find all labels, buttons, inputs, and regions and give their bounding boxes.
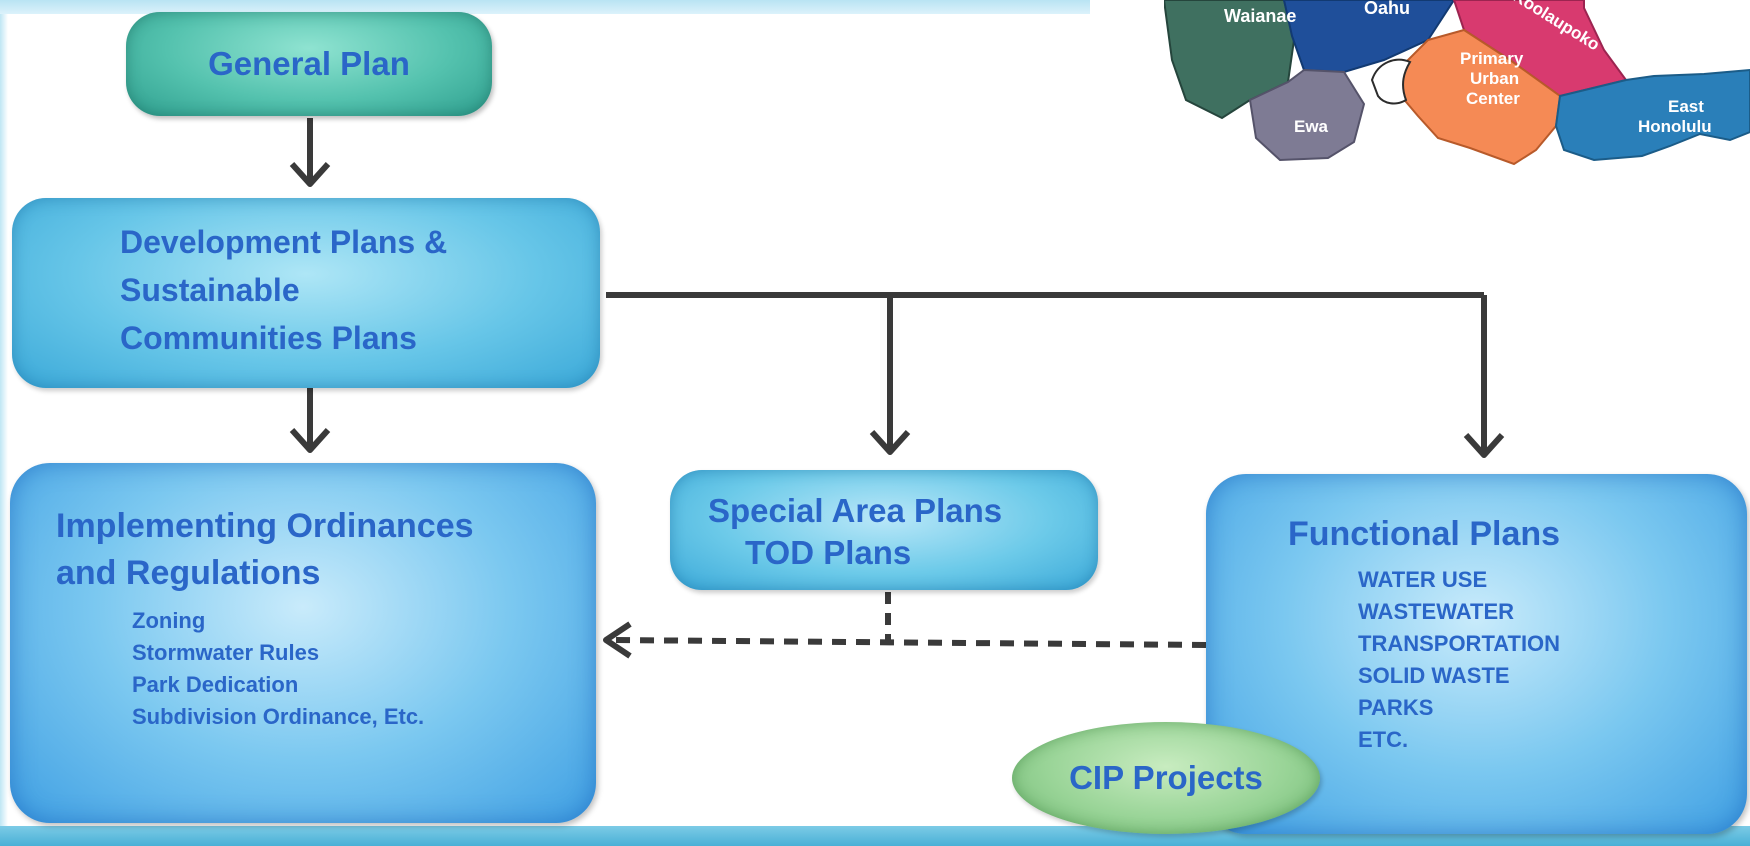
map-region-ewa — [1248, 68, 1366, 162]
cip-projects-ellipse: CIP Projects — [1012, 722, 1320, 834]
arrow-development-to-implementing — [289, 386, 331, 453]
left-decorative-strip — [0, 14, 8, 826]
arrow-general-to-development — [289, 118, 331, 187]
general-plan-label: General Plan — [208, 45, 410, 82]
map-label-east: East — [1668, 97, 1704, 116]
map-region-east-honolulu — [1554, 68, 1750, 162]
arrow-development-to-special-area — [869, 295, 911, 455]
special-area-line-2: TOD Plans — [745, 534, 912, 571]
implementing-heading: Implementing Ordinances and Regulations — [56, 503, 596, 597]
functional-item-parks: PARKS — [1358, 695, 1434, 720]
development-plans-line-2: Sustainable — [120, 272, 300, 308]
functional-item-transportation: TRANSPORTATION — [1358, 631, 1561, 656]
map-label-oahu: Oahu — [1364, 0, 1410, 18]
implementing-ordinances-box: Implementing Ordinances and Regulations … — [10, 463, 596, 823]
implementing-item-stormwater: Stormwater Rules — [132, 640, 320, 665]
development-plans-line-3: Communities Plans — [120, 320, 417, 356]
map-label-urban: Urban — [1470, 69, 1519, 88]
development-plans-line-1: Development Plans & — [120, 224, 448, 260]
map-label-waianae: Waianae — [1224, 6, 1296, 26]
implementing-item-subdivision: Subdivision Ordinance, Etc. — [132, 704, 425, 729]
functional-item-water-use: WATER USE — [1358, 567, 1488, 592]
implementing-heading-line-1: Implementing Ordinances — [56, 507, 474, 545]
special-area-plans-box: Special Area Plans TOD Plans — [670, 470, 1098, 590]
top-decorative-band — [0, 0, 1090, 14]
pearl-harbor-icon — [1370, 58, 1412, 105]
functional-items-list: WATER USE WASTEWATER TRANSPORTATION SOLI… — [1358, 564, 1747, 756]
special-area-line-1: Special Area Plans — [708, 492, 1003, 529]
functional-heading: Functional Plans — [1288, 515, 1561, 553]
functional-item-solid-waste: SOLID WASTE — [1358, 663, 1510, 688]
implementing-heading-line-2: and Regulations — [56, 554, 321, 592]
cip-projects-label: CIP Projects — [1069, 759, 1263, 796]
implementing-item-zoning: Zoning — [132, 608, 206, 633]
dashed-arrow-functional-to-implementing — [603, 621, 1207, 659]
functional-item-etc: ETC. — [1358, 727, 1409, 752]
implementing-item-park-dedication: Park Dedication — [132, 672, 299, 697]
map-label-honolulu: Honolulu — [1638, 117, 1712, 136]
map-label-primary: Primary — [1460, 49, 1524, 68]
arrow-development-to-functional — [1463, 295, 1505, 458]
development-plans-box: Development Plans & Sustainable Communit… — [12, 198, 600, 388]
map-label-center: Center — [1466, 89, 1520, 108]
implementing-items-list: Zoning Stormwater Rules Park Dedication … — [132, 605, 596, 733]
map-region-oahu — [1282, 0, 1456, 74]
general-plan-box: General Plan — [126, 12, 492, 116]
map-label-ewa: Ewa — [1294, 117, 1329, 136]
functional-item-wastewater: WASTEWATER — [1358, 599, 1515, 624]
oahu-map: Waianae Oahu Koolaupoko Primary Urban Ce… — [1164, 0, 1750, 166]
